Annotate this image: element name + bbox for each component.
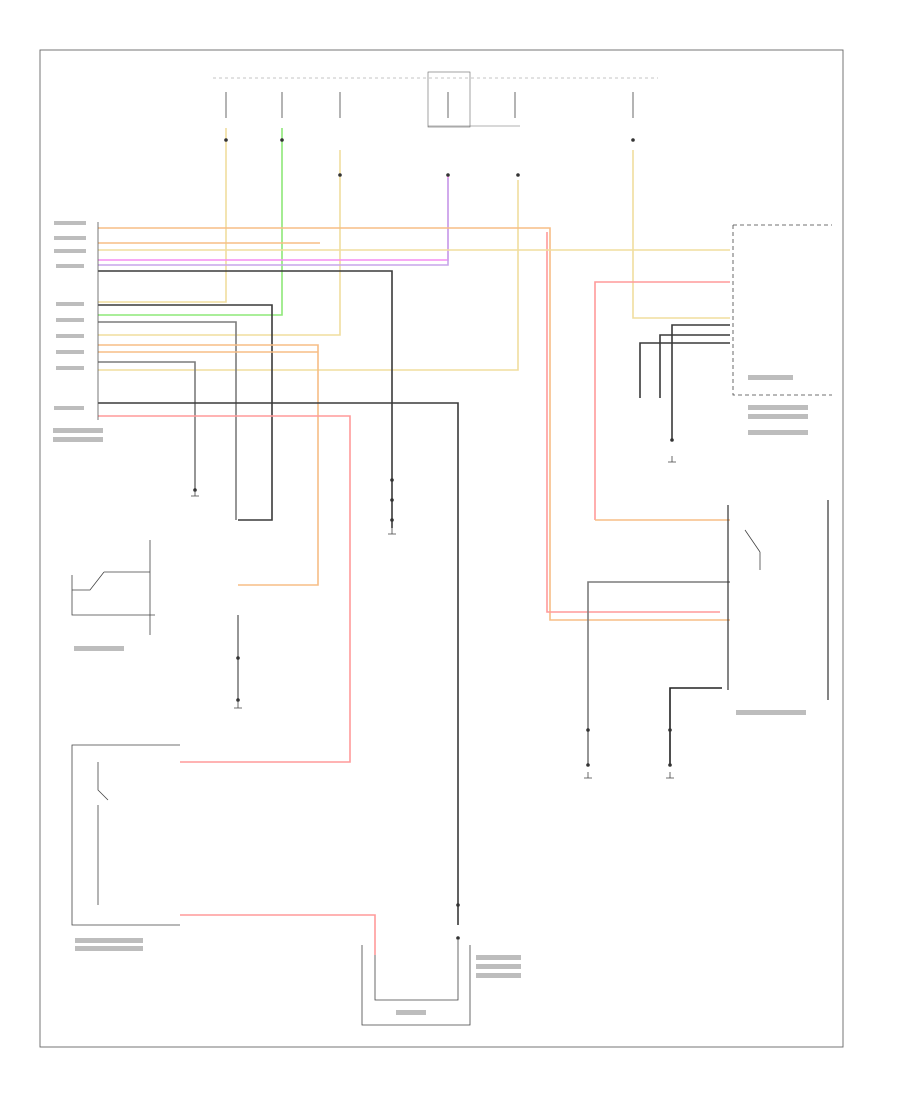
ground-icon [234, 700, 242, 709]
diagram-border [39, 49, 844, 1048]
wire-dark-right-3 [639, 342, 730, 398]
label-mark [476, 964, 521, 969]
splice-dot [338, 173, 342, 177]
wire-red-vertical [546, 232, 720, 613]
left-switch [71, 540, 155, 635]
label-mark [748, 414, 808, 419]
ground-icon [668, 456, 676, 463]
motor-assembly [361, 940, 471, 1026]
label-mark [74, 646, 124, 651]
splice-dot [446, 173, 450, 177]
label-mark [56, 350, 84, 354]
wire-red-main [98, 415, 351, 763]
splice-dot [668, 763, 672, 767]
splice-dot [516, 173, 520, 177]
splice-dot [236, 656, 240, 660]
label-mark [56, 264, 84, 268]
seat-switch-bracket [71, 575, 155, 616]
label-mark [476, 955, 521, 960]
splices [193, 138, 674, 940]
splice-dot [456, 936, 460, 940]
label-mark [54, 249, 86, 253]
motor-inner [374, 940, 459, 1001]
wire-yellow-3 [98, 180, 519, 371]
wire-yellow-2 [98, 150, 341, 336]
label-mark [748, 405, 808, 410]
splice-dot [390, 518, 394, 522]
wire-black-right [669, 687, 722, 765]
ground-icon [666, 772, 674, 779]
splice-dot [586, 763, 590, 767]
ground-symbols [191, 456, 676, 779]
wire-yellow-1 [98, 128, 227, 303]
label-mark [54, 221, 86, 225]
switch-contacts [97, 762, 109, 905]
label-mark [56, 334, 84, 338]
motor-box [361, 945, 471, 1026]
splice-dot [390, 498, 394, 502]
wire-orange-top [98, 227, 730, 621]
wire-dark-b [98, 304, 273, 521]
label-mark [56, 302, 84, 306]
wire-red-right [594, 281, 730, 520]
label-mark [54, 236, 86, 240]
switch-bracket [71, 744, 180, 926]
wire-yellow-4 [632, 150, 730, 319]
ground-icon [388, 528, 396, 535]
label-mark [476, 973, 521, 978]
wire-violet [98, 178, 449, 266]
splice-dot [586, 728, 590, 732]
ground-icon [191, 490, 199, 497]
blurred-label-marks [53, 221, 808, 1015]
splice-dot [668, 728, 672, 732]
label-mark [54, 406, 84, 410]
fuse-block-inset [427, 71, 471, 128]
label-mark [75, 938, 143, 943]
wire-dark-c [98, 402, 459, 925]
wires [98, 128, 730, 955]
wire-green [98, 128, 283, 316]
label-mark [56, 318, 84, 322]
splice-dot [390, 478, 394, 482]
splice-dot [280, 138, 284, 142]
right-module [727, 224, 832, 700]
label-mark [53, 437, 103, 442]
label-mark [56, 366, 84, 370]
passenger-seat-switch [744, 529, 761, 570]
wire-gray-a [98, 321, 237, 520]
ground-icon [584, 772, 592, 779]
label-mark [53, 428, 103, 433]
wire-gray-right [587, 581, 730, 765]
wire-dark-right-1 [671, 324, 730, 440]
right-module-box [732, 224, 832, 396]
splice-dot [224, 138, 228, 142]
label-mark [396, 1010, 426, 1015]
wire-dark-a [98, 270, 393, 528]
label-mark [75, 946, 143, 951]
wire-red-low [180, 914, 376, 955]
splice-dot [670, 438, 674, 442]
label-mark [736, 710, 806, 715]
splice-dot [456, 903, 460, 907]
label-mark [748, 375, 793, 380]
splice-dot [631, 138, 635, 142]
seat-switch-contacts [72, 540, 151, 635]
wire-dark-right-2 [659, 334, 730, 398]
bottom-switch-assembly [71, 744, 180, 926]
wire-orange-3 [98, 344, 319, 586]
top-fuse-block [213, 71, 658, 128]
label-mark [748, 430, 808, 435]
wire-gray-b [98, 361, 196, 490]
wire-pink [98, 175, 449, 261]
